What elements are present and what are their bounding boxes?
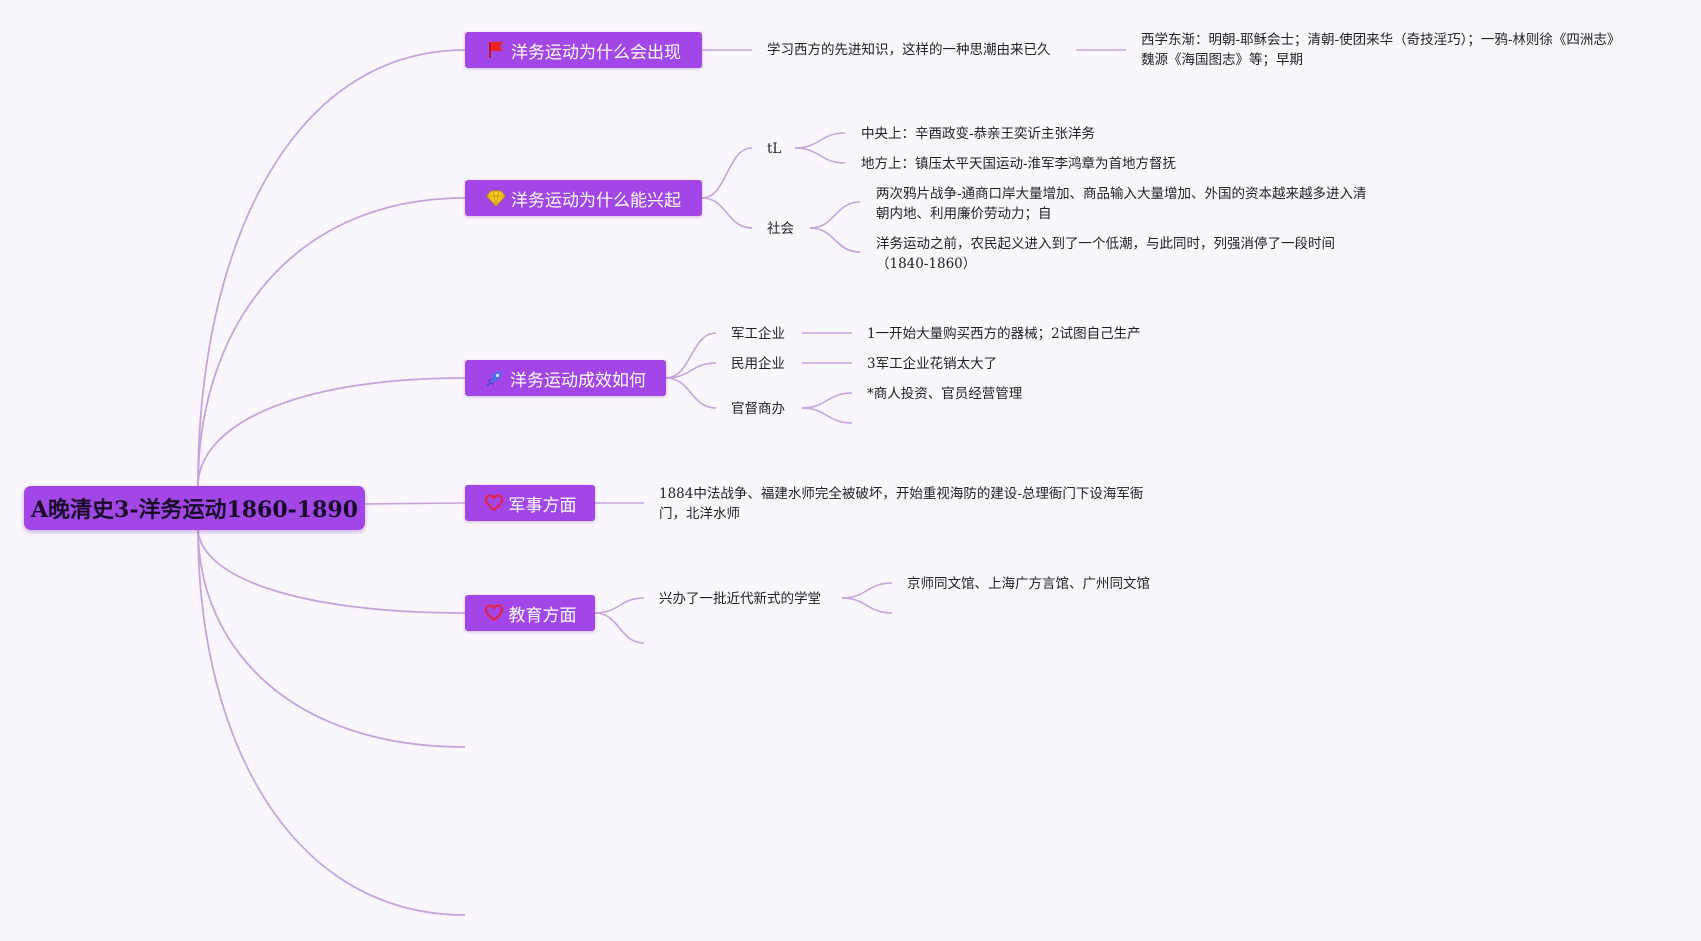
edge-b1-c0-c0	[794, 132, 846, 149]
edge-b2-c2-c0	[801, 392, 853, 409]
node-society[interactable]: 社会	[767, 221, 794, 237]
node-local[interactable]: 地方上：镇压太平天国运动-淮军李鸿章为首地方督抚	[861, 156, 1177, 172]
edge-b2-c2-c1	[801, 407, 853, 424]
branch-military[interactable]: 军事方面	[465, 485, 595, 521]
node-tl[interactable]: tL	[767, 141, 782, 157]
root-topic-label: A晚清史3-洋务运动1860-1890	[30, 497, 359, 523]
node-west-learning-spread[interactable]: 西学东渐：明朝-耶稣会士；清朝-使团来华（奇技淫巧）；一鸦-林则徐《四洲志》魏源…	[1141, 32, 1621, 68]
edge-root-branch-2	[197, 377, 466, 487]
edge-b1-c1-c1	[809, 227, 861, 253]
edge-b4-c1	[594, 612, 645, 644]
node-costly[interactable]: 3军工企业花销太大了	[867, 356, 998, 372]
branch-label: 军事方面	[508, 495, 577, 516]
edge-root-branch-5	[197, 527, 466, 748]
edge-root-branch-6	[197, 527, 466, 916]
branch-label: 洋务运动成效如何	[510, 370, 646, 391]
heart-icon	[484, 493, 504, 513]
edge-b2-c2	[665, 377, 717, 409]
node-sino-french-war[interactable]: 1884中法战争、福建水师完全被破坏，开始重视海防的建设-总理衙门下设海军衙门，…	[659, 486, 1144, 522]
node-official-supervised[interactable]: 官督商办	[731, 401, 785, 417]
edge-b4-c0-c0	[841, 582, 893, 599]
edge-root-branch-4	[197, 527, 466, 614]
node-merchant-investment[interactable]: *商人投资、官员经营管理	[867, 386, 1023, 402]
edge-b4-c0-c1	[841, 597, 893, 614]
edge-b1-c0	[701, 147, 753, 199]
node-central[interactable]: 中央上：辛酉政变-恭亲王奕䜣主张洋务	[861, 126, 1096, 142]
edge-b2-c0	[665, 332, 717, 379]
branch-label: 教育方面	[508, 605, 577, 626]
diamond-icon	[486, 188, 506, 208]
node-military-industry[interactable]: 军工企业	[731, 326, 785, 342]
node-school-list[interactable]: 京师同文馆、上海广方言馆、广州同文馆	[907, 576, 1150, 592]
edge-root-branch-1	[197, 197, 466, 487]
branch-label: 洋务运动为什么会出现	[511, 42, 681, 63]
edge-b2-c1	[665, 362, 717, 379]
edge-b1-c1	[701, 197, 753, 229]
node-buy-machines[interactable]: 1一开始大量购买西方的器械；2试图自己生产	[867, 326, 1141, 342]
root-topic[interactable]: A晚清史3-洋务运动1860-1890	[24, 486, 365, 530]
red-flag-icon	[486, 40, 506, 60]
node-learn-west[interactable]: 学习西方的先进知识，这样的一种思潮由来已久	[767, 42, 1051, 58]
edge-root-branch-0	[197, 49, 466, 487]
edge-root-branch-3	[364, 502, 466, 505]
branch-effect[interactable]: 洋务运动成效如何	[465, 360, 666, 396]
branch-why-rise[interactable]: 洋务运动为什么能兴起	[465, 180, 702, 216]
rocket-icon	[485, 368, 505, 388]
node-new-schools[interactable]: 兴办了一批近代新式的学堂	[659, 591, 821, 607]
heart-icon	[484, 603, 504, 623]
node-peasant-uprising[interactable]: 洋务运动之前，农民起义进入到了一个低潮，与此同时，列强消停了一段时间（1840-…	[876, 236, 1335, 272]
node-opium-wars[interactable]: 两次鸦片战争-通商口岸大量增加、商品输入大量增加、外国的资本越来越多进入清朝内地…	[876, 186, 1367, 222]
edge-b4-c0	[594, 597, 645, 614]
branch-label: 洋务运动为什么能兴起	[511, 190, 681, 211]
node-civil-industry[interactable]: 民用企业	[731, 356, 785, 372]
edge-b1-c1-c0	[809, 201, 861, 229]
branch-why-appear[interactable]: 洋务运动为什么会出现	[465, 32, 702, 68]
edge-b1-c0-c1	[794, 147, 846, 164]
branch-education[interactable]: 教育方面	[465, 595, 595, 631]
